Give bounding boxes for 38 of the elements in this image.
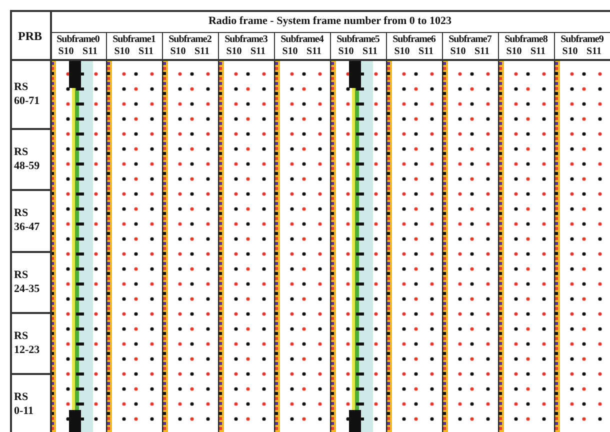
column-header: S11: [586, 47, 602, 57]
row-header: RS 60-71: [14, 80, 41, 109]
column-header: S11: [306, 47, 322, 57]
row-header: RS 36-47: [14, 206, 41, 235]
column-header: Subframe4: [280, 35, 324, 45]
column-header: S11: [474, 47, 490, 57]
column-header: Subframe5: [336, 35, 380, 45]
column-header: Subframe0: [56, 35, 100, 45]
column-header: S10: [450, 47, 466, 57]
column-header: Subframe3: [224, 35, 268, 45]
row-header: RS 12-23: [14, 328, 41, 358]
row-header: RS 0-11: [14, 390, 35, 418]
row-header: RS 48-59: [14, 144, 41, 174]
column-header: S10: [226, 47, 242, 57]
column-header: Subframe7: [448, 35, 492, 45]
column-header: S10: [338, 47, 354, 57]
column-header: S10: [58, 47, 74, 57]
column-header: S11: [418, 47, 434, 57]
column-header: S10: [562, 47, 578, 57]
column-header: S11: [194, 47, 210, 57]
column-header: Subframe2: [168, 35, 212, 45]
row-header: RS 24-35: [14, 268, 41, 296]
column-header: S10: [170, 47, 186, 57]
row-header: PRB: [18, 30, 42, 42]
column-header: S11: [250, 47, 266, 57]
column-header: Subframe9: [560, 35, 604, 45]
column-header: Subframe8: [504, 35, 548, 45]
column-header: S11: [530, 47, 546, 57]
table-title: Radio frame - System frame number from 0 to 1023: [208, 16, 452, 27]
column-header: S10: [506, 47, 522, 57]
column-header: Subframe1: [112, 35, 156, 45]
column-header: S10: [114, 47, 130, 57]
column-header: S11: [138, 47, 154, 57]
column-header: S11: [82, 47, 98, 57]
column-header: S11: [362, 47, 378, 57]
column-header: S10: [282, 47, 298, 57]
column-header: S10: [394, 47, 410, 57]
column-header: Subframe6: [392, 35, 436, 45]
